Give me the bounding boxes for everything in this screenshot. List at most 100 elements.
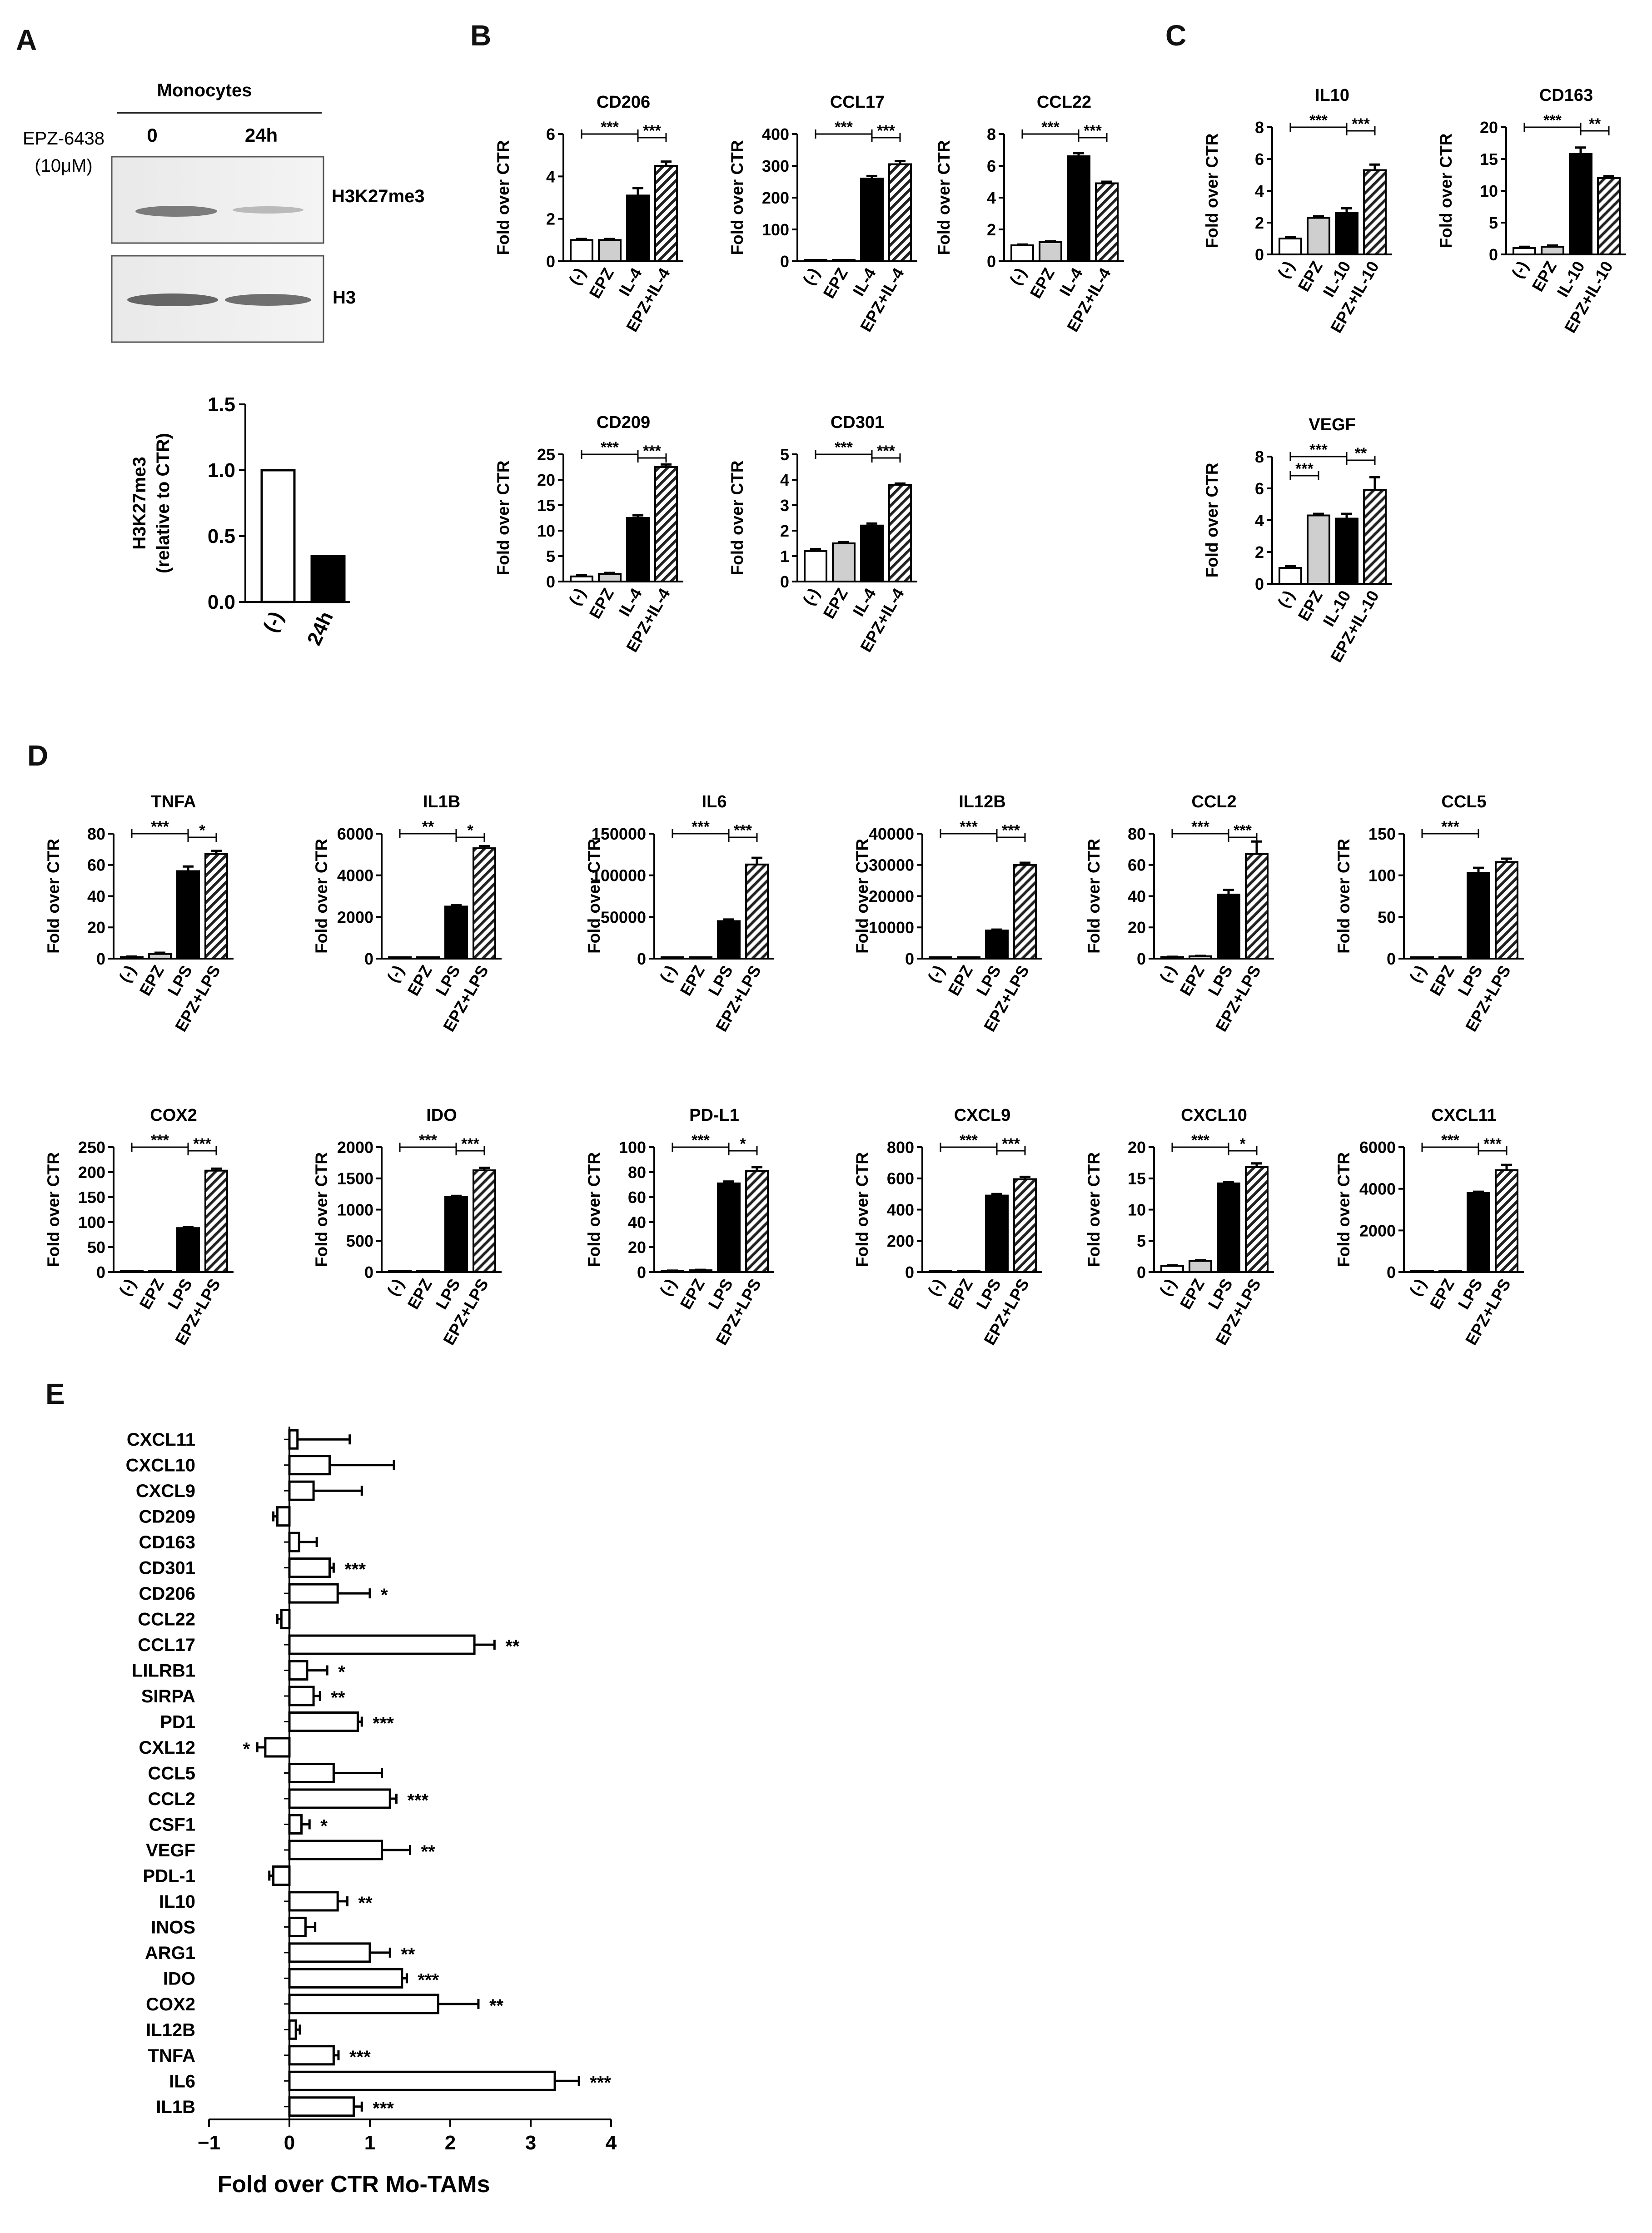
y-tick-label: 15 [537,496,555,515]
sig-label: * [199,822,205,839]
category-label: EPZ [1026,265,1058,302]
panel-letter-A: A [16,24,37,56]
bar [388,1270,412,1273]
bar [288,2045,335,2066]
category-label: (-) [1005,265,1030,288]
y-tick-label: 0 [546,252,555,271]
bar [1095,182,1119,262]
sig-label: *** [344,1560,366,1580]
category-label: IL6 [169,2071,195,2091]
sig-label: ** [421,1842,436,1862]
category-label: PD1 [160,1712,195,1732]
chart-title: CD209 [597,413,650,432]
bar [929,1270,952,1273]
y-tick-label: 40 [628,1213,646,1232]
y-tick-label: 2000 [337,1138,373,1157]
y-tick-label: 4000 [1359,1180,1396,1199]
y-axis-label: Fold over CTR [1085,1152,1103,1267]
category-label: (-) [565,265,589,288]
y-axis-label: Fold over CTR [853,1152,871,1267]
category-label: CD209 [139,1507,195,1527]
category-label: (-) [1155,1276,1179,1299]
category-label: (-) [1405,1276,1429,1299]
y-tick-label: 100 [78,1213,105,1232]
category-label: CD206 [139,1584,195,1604]
sig-label: *** [1309,441,1328,458]
category-label: (-) [1274,258,1298,282]
sig-label: ** [505,1636,520,1656]
bar [473,847,496,960]
bar [717,1182,741,1273]
bar [832,542,856,582]
y-tick-label: 2 [780,522,789,540]
y-tick-label: 4000 [337,866,373,885]
y-tick-label: 10000 [869,918,914,937]
y-axis-label: H3K27me3 [129,457,149,550]
y-tick-label: 10 [537,522,555,540]
category-label: (-) [1274,587,1298,611]
y-tick-label: 250 [78,1138,105,1157]
y-tick-label: 15 [1480,150,1498,169]
y-tick-label: 0 [987,252,996,271]
category-label: (-) [799,265,823,288]
sig-label: *** [419,1132,437,1149]
bar [288,1942,371,1963]
bar [1467,1192,1490,1273]
bar [661,956,684,960]
chart-title: CD163 [1539,86,1593,105]
sig-label: *** [734,822,752,839]
category-label: VEGF [146,1840,195,1860]
sig-label: *** [373,1714,394,1734]
bar [204,1169,228,1273]
y-tick-label: 8 [1255,448,1264,466]
category-label: IL1B [156,2097,195,2117]
sig-label: *** [461,1135,479,1153]
y-tick-label: 60 [87,856,105,875]
y-tick-label: 100 [619,1138,646,1157]
y-tick-label: 0 [1387,1263,1396,1282]
sig-label: *** [643,122,661,139]
bar [1513,247,1536,255]
sig-label: *** [1002,1135,1020,1153]
bar [288,1686,315,1706]
bar [288,1660,309,1681]
bar [888,163,912,262]
y-tick-label: 0 [637,1263,646,1282]
category-label: INOS [151,1917,195,1937]
bar [272,1865,291,1886]
sig-label: *** [590,2073,611,2093]
y-axis-label: Fold over CTR [44,839,63,954]
category-label: CD301 [139,1558,195,1578]
sig-label: *** [1543,112,1562,129]
y-tick-label: 6000 [1359,1138,1396,1157]
y-tick-label: 1 [780,547,789,566]
y-tick-label: 5 [546,547,555,566]
bar [288,1840,383,1860]
sig-label: *** [692,818,710,836]
category-label: CD163 [139,1532,195,1552]
bar [1438,1270,1462,1273]
bar [288,1763,335,1783]
category-label: EPZ [1176,1276,1208,1313]
y-tick-label: 0 [1387,950,1396,968]
y-tick-label: 0 [546,572,555,591]
bar [416,956,440,960]
x-tick-label: 3 [525,2132,536,2154]
category-label: EPZ [403,1276,436,1313]
y-tick-label: 15 [1128,1169,1146,1188]
category-label: (-) [115,1276,139,1299]
y-tick-label: 6000 [337,825,373,843]
y-tick-label: 200 [78,1163,105,1182]
sig-label: * [320,1816,328,1836]
y-tick-label: 500 [346,1232,373,1250]
category-label: EPZ [819,585,851,622]
y-tick-label: 800 [887,1138,914,1157]
y-axis-label: Fold over CTR [853,839,871,954]
y-tick-label: 60 [628,1188,646,1207]
sig-label: * [1239,1135,1246,1153]
y-axis-label: Fold over CTR [728,140,746,255]
